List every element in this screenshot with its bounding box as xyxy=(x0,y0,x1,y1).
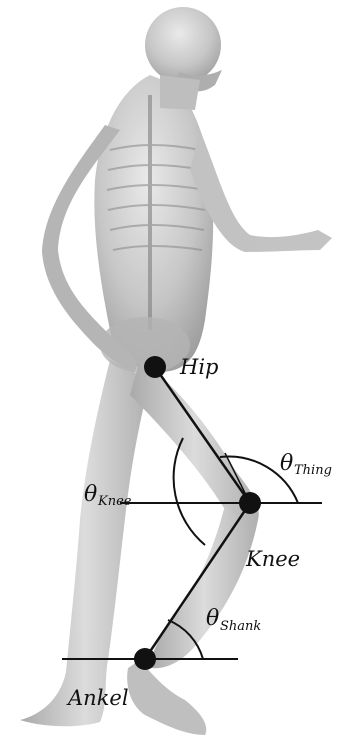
ankle-joint xyxy=(134,648,156,670)
theta-symbol: θ xyxy=(280,451,293,476)
theta-thigh-subscript: Thing xyxy=(294,463,332,478)
theta-symbol: θ xyxy=(206,606,219,631)
theta-knee-subscript: Knee xyxy=(97,494,132,509)
theta-symbol: θ xyxy=(84,482,97,507)
hip-joint xyxy=(144,356,166,378)
hip-label: Hip xyxy=(179,355,218,379)
theta-thigh-label: θ Thing xyxy=(280,451,332,478)
ankle-label: Ankel xyxy=(66,686,129,710)
theta-shank-subscript: Shank xyxy=(220,619,261,634)
knee-label: Knee xyxy=(245,547,300,571)
human-skeleton-silhouette-icon xyxy=(20,7,332,735)
theta-shank-label: θ Shank xyxy=(206,606,261,634)
knee-joint xyxy=(239,492,261,514)
